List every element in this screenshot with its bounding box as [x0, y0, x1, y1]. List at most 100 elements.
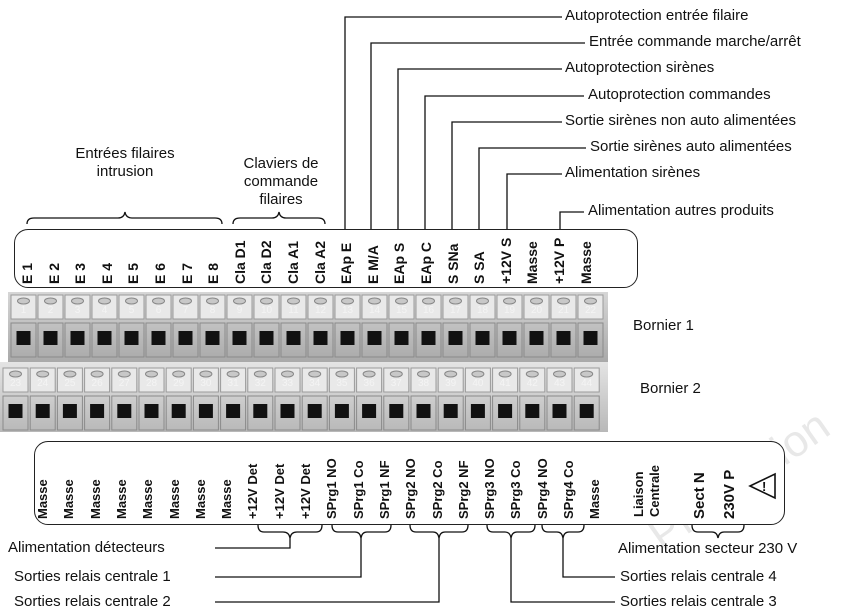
screw-icon — [503, 297, 516, 305]
terminal-screw-cap — [361, 294, 388, 320]
wire-slot — [178, 331, 193, 345]
bottom-terminal-label: SPrg2 NO — [403, 458, 419, 519]
terminal-number: 9 — [236, 305, 243, 316]
screw-icon — [444, 370, 458, 378]
wire-slot — [226, 404, 241, 418]
terminal-screw-cap — [383, 367, 410, 393]
callout-sorties-relais-2: Sorties relais centrale 2 — [14, 593, 171, 610]
wire-slot — [470, 404, 485, 418]
screw-icon — [335, 370, 349, 378]
terminal-number: 17 — [449, 305, 462, 316]
bottom-terminal-label: Masse — [166, 479, 182, 519]
terminal-housing — [301, 395, 328, 431]
wire-slot — [340, 331, 355, 345]
terminal-housing — [199, 322, 226, 358]
terminal-housing — [464, 395, 491, 431]
bottom-terminal-label: SPrg2 Co — [429, 460, 445, 519]
bottom-terminal-label: Masse — [61, 479, 77, 519]
v230-p-label: 230V P — [721, 469, 738, 519]
callout-alimentation-autres: Alimentation autres produits — [588, 202, 774, 219]
terminal-number: 15 — [395, 305, 408, 316]
terminal-housing — [415, 322, 442, 358]
terminal-number: 44 — [581, 378, 593, 389]
terminal-number: 4 — [101, 305, 108, 316]
bottom-terminal-label: SPrg1 NF — [376, 460, 392, 519]
brace-secteur — [691, 524, 745, 539]
bornier-1-label: Bornier 1 — [633, 317, 694, 334]
screw-icon — [281, 370, 294, 378]
terminal-housing — [550, 322, 577, 358]
terminal-number: 31 — [227, 378, 239, 389]
screw-icon — [145, 370, 158, 378]
wire-slot — [259, 331, 274, 345]
wire-slot — [502, 331, 517, 345]
wire-slot — [475, 331, 490, 345]
terminal-number: 5 — [128, 305, 135, 316]
screw-icon — [417, 370, 430, 378]
wire-slot — [416, 404, 431, 418]
callout-alimentation-secteur: Alimentation secteur 230 V — [618, 540, 798, 557]
terminal-number: 32 — [254, 378, 266, 389]
wire-slot — [525, 404, 540, 418]
terminal-number: 11 — [288, 305, 299, 316]
bottom-terminal-label: SPrg3 NO — [482, 458, 498, 519]
terminal-number: 13 — [341, 305, 354, 316]
terminal-housing — [172, 322, 199, 358]
wire-slot — [583, 331, 598, 345]
callout-sorties-relais-3: Sorties relais centrale 3 — [620, 593, 777, 610]
callout-autoprotection-sirenes: Autoprotection sirènes — [565, 59, 715, 76]
screw-icon — [90, 370, 104, 378]
bottom-terminal-label: SPrg1 Co — [350, 460, 366, 519]
terminal-housing — [388, 322, 415, 358]
terminal-number: 37 — [390, 378, 402, 389]
screw-icon — [308, 370, 322, 378]
terminal-number: 30 — [200, 378, 212, 389]
screw-icon — [98, 297, 111, 305]
callout-autoprotection-entree: Autoprotection entrée filaire — [565, 7, 749, 24]
wire-slot — [171, 404, 186, 418]
screw-icon — [260, 297, 273, 305]
terminal-housing — [356, 395, 383, 431]
terminal-number: 1 — [20, 305, 27, 316]
terminal-number: 33 — [281, 378, 294, 389]
terminal-number: 34 — [309, 378, 321, 389]
leader-sprg4 — [562, 538, 615, 578]
leader-eap-s — [397, 68, 562, 230]
terminal-housing — [192, 395, 219, 431]
screw-icon — [422, 297, 435, 305]
wire-slot — [552, 404, 567, 418]
wire-slot — [286, 331, 301, 345]
screw-icon — [584, 297, 597, 305]
terminal-number: 41 — [499, 378, 511, 389]
wire-slot — [307, 404, 322, 418]
screw-icon — [530, 297, 543, 305]
screw-icon — [172, 370, 186, 378]
terminal-housing — [84, 395, 111, 431]
screw-icon — [71, 297, 84, 305]
bottom-terminal-label: Masse — [192, 479, 208, 519]
screw-icon — [206, 297, 219, 305]
leader-sprg1 — [215, 538, 362, 578]
terminal-number: 3 — [74, 305, 81, 316]
terminal-housing — [280, 322, 307, 358]
leader-em-a — [370, 42, 585, 230]
svg-text:!: ! — [762, 479, 766, 494]
leader-sprg2 — [215, 538, 440, 603]
wire-slot — [280, 404, 295, 418]
centrale-label: Centrale — [647, 464, 662, 517]
wire-slot — [198, 404, 213, 418]
terminal-number: 23 — [9, 378, 22, 389]
terminal-number: 8 — [209, 305, 216, 316]
sect-n-label: Sect N — [691, 472, 708, 519]
terminal-housing — [437, 395, 464, 431]
terminal-number: 28 — [145, 378, 158, 389]
wire-slot — [579, 404, 594, 418]
bottom-terminal-label: SPrg4 Co — [561, 460, 576, 519]
bottom-terminal-label: SPrg3 Co — [508, 460, 524, 519]
wire-slot — [117, 404, 132, 418]
group-entrees-filaires: Entrées filaires intrusion — [75, 145, 175, 180]
terminal-housing — [37, 322, 64, 358]
terminal-housing — [220, 395, 247, 431]
wire-slot — [334, 404, 349, 418]
wire-slot — [498, 404, 513, 418]
